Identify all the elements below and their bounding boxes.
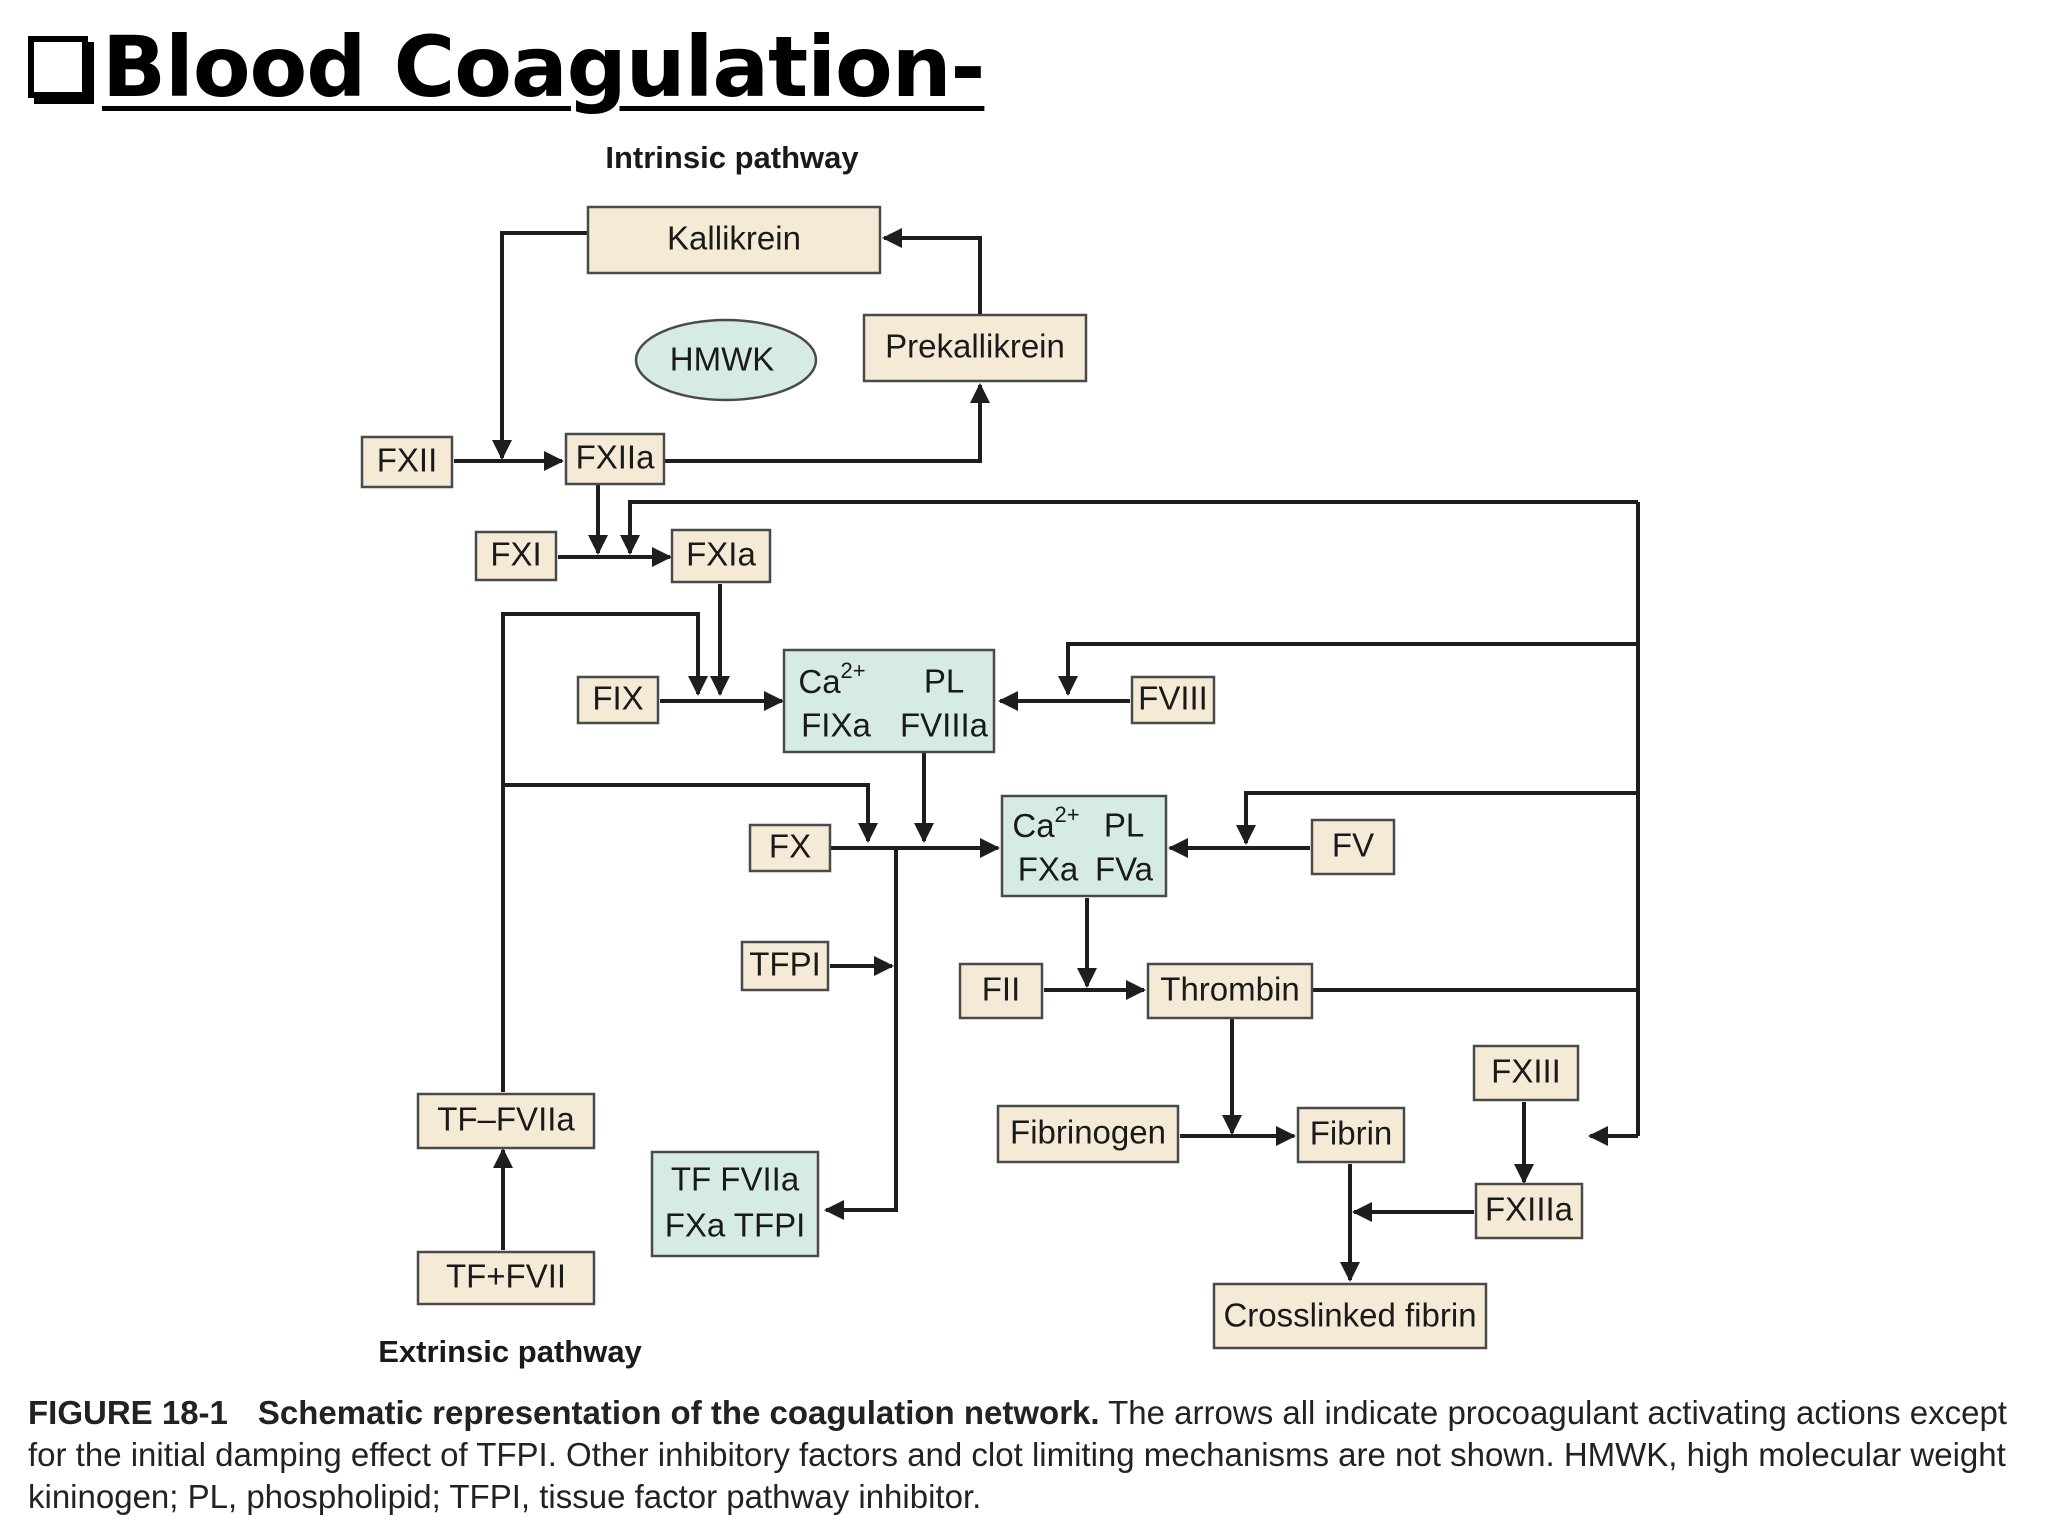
node-crosslinked-fibrin-label: Crosslinked fibrin <box>1223 1297 1476 1334</box>
node-fibrinogen-label: Fibrinogen <box>1010 1114 1166 1151</box>
node-fii-label: FII <box>982 971 1021 1008</box>
figure-caption-body: The arrows all indicate procoagulant act… <box>28 1394 2007 1515</box>
tenase-fixa-label: FIXa <box>801 707 871 744</box>
node-tf-fviia: TF–FVIIa <box>416 1092 596 1150</box>
arrow-kallikrein-to-fxiia <box>492 231 588 460</box>
node-fxi-label: FXI <box>490 536 541 573</box>
arrow-tf-fviia-to-fx <box>503 783 878 843</box>
node-fxiia: FXIIa <box>564 432 666 486</box>
node-tfpi-label: TFPI <box>749 946 821 983</box>
node-prekallikrein: Prekallikrein <box>862 313 1088 383</box>
node-thrombin-label: Thrombin <box>1160 971 1299 1008</box>
arrow-thrombin-to-fv <box>1236 791 1638 845</box>
node-tf-complex: TF FVIIa FXa TFPI <box>650 1150 820 1258</box>
tf-complex-line2: FXa TFPI <box>665 1207 806 1244</box>
tenase-pl-label: PL <box>924 663 964 700</box>
intrinsic-pathway-label: Intrinsic pathway <box>605 140 859 175</box>
node-fix-label: FIX <box>592 680 643 717</box>
node-fibrin: Fibrin <box>1296 1106 1406 1164</box>
node-tf-fvii-label: TF+FVII <box>446 1258 566 1295</box>
node-fxii: FXII <box>360 435 454 489</box>
connectors <box>454 228 1640 1282</box>
node-kallikrein: Kallikrein <box>586 205 882 275</box>
arrow-fxiia-to-prekallikrein <box>665 383 990 463</box>
node-hmwk: HMWK <box>634 318 818 402</box>
node-fxiiia: FXIIIa <box>1474 1182 1584 1240</box>
arrow-fx-to-tf-complex <box>824 848 898 1220</box>
prothrombinase-pl-label: PL <box>1104 807 1144 844</box>
node-tf-fviia-label: TF–FVIIa <box>437 1101 575 1138</box>
node-hmwk-label: HMWK <box>670 341 774 378</box>
slide-title: Blood Coagulation- <box>28 18 985 116</box>
node-fibrin-label: Fibrin <box>1310 1115 1393 1152</box>
node-fii: FII <box>958 962 1044 1020</box>
checkbox-bullet-icon <box>28 36 88 98</box>
node-tfpi: TFPI <box>740 940 830 992</box>
arrow-thrombin-feedback-fxi <box>620 500 1638 555</box>
node-prekallikrein-label: Prekallikrein <box>885 328 1065 365</box>
node-fxiiia-label: FXIIIa <box>1485 1191 1574 1228</box>
prothrombinase-ca-label: Ca2+ <box>1012 802 1079 844</box>
node-fix: FIX <box>576 675 660 725</box>
node-fx: FX <box>748 823 832 873</box>
node-fx-label: FX <box>769 828 811 865</box>
tf-complex-line1: TF FVIIa <box>671 1161 800 1198</box>
node-tenase-complex: Ca2+ PL FIXa FVIIIa <box>782 648 996 754</box>
node-fxiii-label: FXIII <box>1491 1053 1561 1090</box>
node-fxia: FXIa <box>670 528 772 584</box>
node-fviii: FVIII <box>1130 675 1216 725</box>
slide-title-text: Blood Coagulation- <box>102 18 985 116</box>
node-fxi: FXI <box>474 530 558 582</box>
node-fxiia-label: FXIIa <box>576 439 656 476</box>
prothrombinase-fxa-label: FXa <box>1018 851 1079 888</box>
arrow-tf-fviia-to-fix <box>501 612 708 1092</box>
node-kallikrein-label: Kallikrein <box>667 220 801 257</box>
node-fibrinogen: Fibrinogen <box>996 1104 1180 1164</box>
figure-caption: FIGURE 18-1 Schematic representation of t… <box>28 1392 2008 1518</box>
figure-heading: Schematic representation of the coagulat… <box>257 1394 1100 1431</box>
coagulation-diagram: Intrinsic pathway Extrinsic pathway <box>360 140 1640 1369</box>
node-fxii-label: FXII <box>377 442 438 479</box>
node-prothrombinase-complex: Ca2+ PL FXa FVa <box>1000 794 1168 898</box>
tenase-ca-label: Ca2+ <box>798 658 865 700</box>
figure-number: FIGURE 18-1 <box>28 1394 228 1431</box>
node-thrombin: Thrombin <box>1146 962 1314 1020</box>
node-crosslinked-fibrin: Crosslinked fibrin <box>1212 1282 1488 1350</box>
node-tf-fvii: TF+FVII <box>416 1250 596 1306</box>
node-fxiii: FXIII <box>1472 1044 1580 1102</box>
node-fviii-label: FVIII <box>1138 680 1208 717</box>
arrow-prekallikrein-to-kallikrein <box>882 228 982 315</box>
arrow-thrombin-to-fviii <box>1058 642 1638 696</box>
extrinsic-pathway-label: Extrinsic pathway <box>378 1334 642 1369</box>
tenase-fviiia-label: FVIIIa <box>900 707 989 744</box>
node-fxia-label: FXIa <box>686 536 756 573</box>
node-fv: FV <box>1310 818 1396 876</box>
node-fv-label: FV <box>1332 827 1374 864</box>
prothrombinase-fva-label: FVa <box>1095 851 1154 888</box>
